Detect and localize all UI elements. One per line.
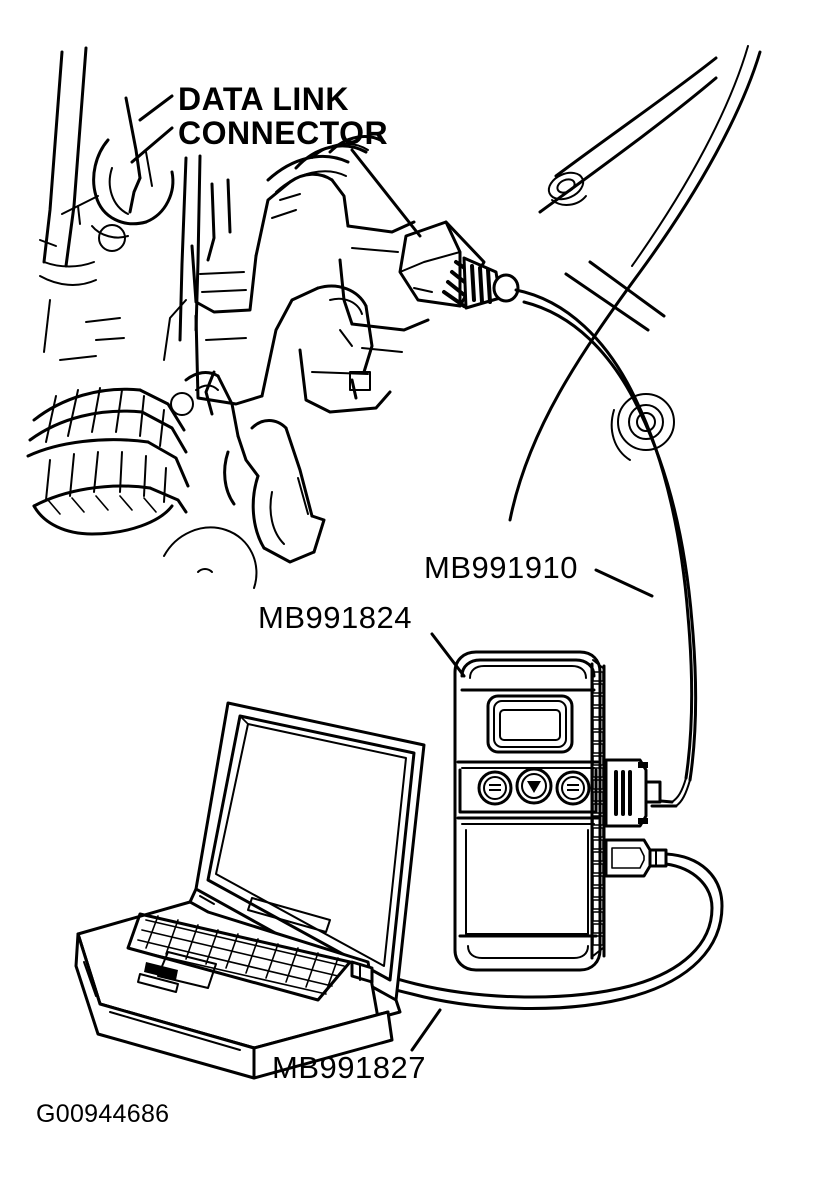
label-mb991824: MB991824: [258, 600, 412, 635]
leader-data-link-1: [138, 94, 174, 122]
scan-tool-mb991824: [453, 650, 668, 972]
label-data-link-line2: CONNECTOR: [178, 115, 388, 151]
vehicle-underdash-illustration: [26, 45, 762, 589]
leader-mb991824: [430, 632, 466, 678]
down-button[interactable]: [515, 767, 553, 805]
exit-button[interactable]: [477, 770, 513, 806]
enter-button[interactable]: [555, 770, 591, 806]
leader-lines: [130, 94, 654, 1052]
scan-tool-side-ribs: [590, 659, 606, 960]
label-data-link-line1: DATA LINK: [178, 81, 349, 117]
connector-serial: [604, 838, 668, 878]
figure-id: G00944686: [36, 1100, 169, 1128]
leader-mb991827: [410, 1008, 442, 1052]
cable-mb991827: [354, 852, 724, 1010]
connector-dsub: [604, 758, 662, 828]
label-mb991910: MB991910: [424, 550, 578, 585]
laptop-trackpad[interactable]: [137, 951, 217, 993]
data-link-connector-plug: [398, 220, 520, 310]
leader-mb991910: [594, 568, 654, 598]
scan-tool-button-row: [477, 767, 591, 806]
laptop-computer: [74, 701, 426, 1080]
leader-data-link-3: [350, 148, 422, 238]
label-mb991827: MB991827: [272, 1050, 426, 1085]
laptop-keyboard[interactable]: [126, 912, 352, 1002]
leader-data-link-2: [130, 126, 174, 164]
cable-mb991910: [514, 288, 698, 808]
